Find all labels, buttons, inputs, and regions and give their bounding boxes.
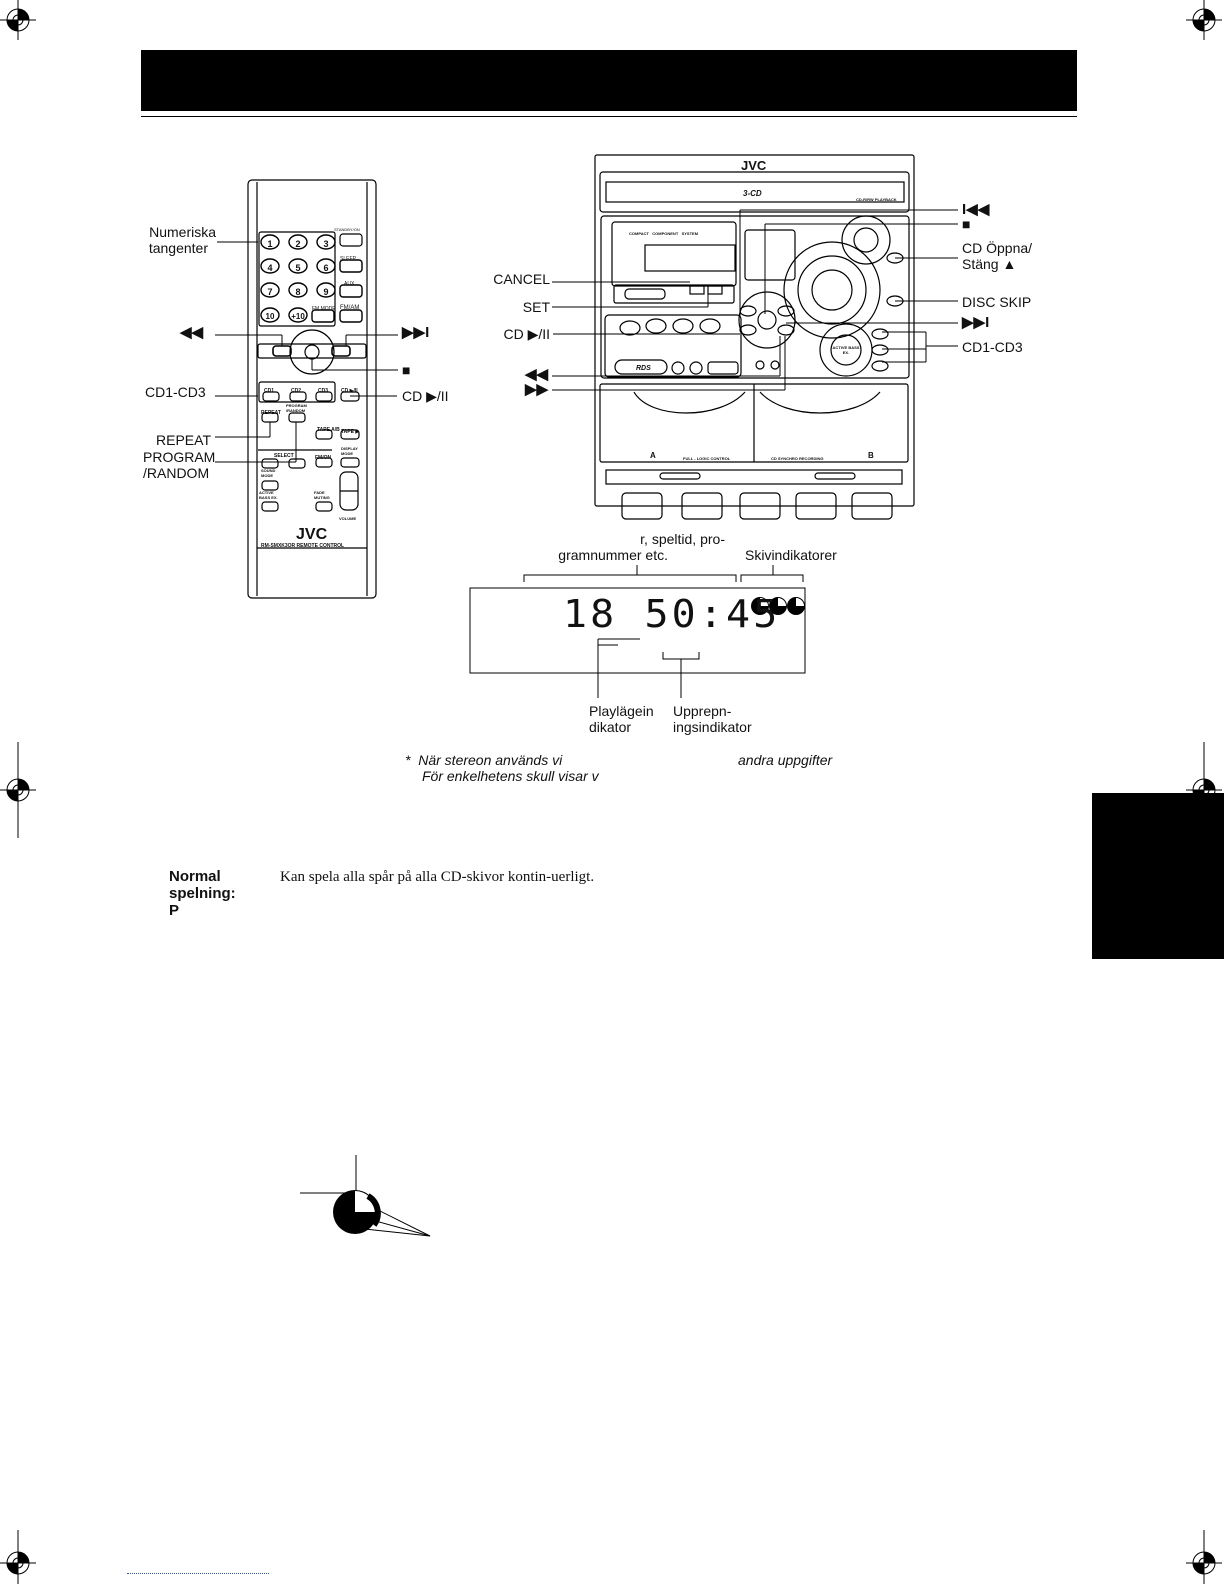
playmode-term-line2: spelning: [169, 885, 236, 902]
label-unit-cd-play-pause: CD ▶/II [503, 326, 550, 342]
unit-active-bass: ACTIVE BASS EX. [832, 345, 860, 355]
label-remote-prev: ◀◀ [180, 324, 204, 341]
remote-key-fm-mode[interactable]: FM MODE [312, 306, 336, 312]
remote-key-5[interactable]: 5 [295, 263, 301, 273]
remote-key-3[interactable]: 3 [323, 239, 329, 249]
lcd-readout: 18 50:45 [563, 592, 781, 636]
remote-key-cd1[interactable]: CD1 [264, 388, 275, 394]
remote-key-plus10[interactable]: +10 [291, 312, 305, 321]
label-unit-cancel: CANCEL [493, 271, 550, 287]
playmode-term-line1: Normal [169, 868, 221, 885]
label-remote-next: ▶▶I [402, 324, 430, 341]
label-remote-repeat: REPEAT [156, 432, 211, 448]
remote-key-10[interactable]: 10 [265, 312, 275, 321]
remote-key-4[interactable]: 4 [267, 263, 273, 273]
header-rule [141, 116, 1077, 117]
display-caption-disc-indicators: Skivindikatorer [745, 547, 837, 563]
remote-key-display-mode[interactable]: DISPLAY MODE [341, 446, 358, 456]
display-caption-top-line2: gramnummer etc. [558, 547, 668, 563]
display-diagram [469, 565, 806, 698]
remote-key-select[interactable]: SELECT [274, 453, 294, 459]
remote-key-8[interactable]: 8 [295, 287, 301, 297]
display-caption-play-mode-line1: Playlägein [589, 703, 654, 719]
label-remote-cd-play-pause: CD ▶/II [402, 388, 449, 404]
remote-key-program-random[interactable]: PROGRAM /RANDOM [286, 403, 307, 413]
label-unit-stop: ■ [962, 216, 971, 232]
side-language-tab [1092, 793, 1224, 959]
label-unit-fast-forward: ▶▶ [525, 381, 549, 398]
remote-brand-logo: JVC [296, 526, 328, 543]
disc-closeup-icon [333, 1190, 381, 1234]
note-line2: För enkelhetens skull visar v [422, 768, 599, 784]
label-remote-cd1-cd3: CD1-CD3 [145, 384, 206, 400]
label-unit-disc-skip: DISC SKIP [962, 294, 1032, 310]
remote-key-repeat[interactable]: REPEAT [261, 410, 281, 416]
remote-key-aux[interactable]: AUX [344, 281, 355, 287]
unit-synchro-recording: CD SYNCHRO RECORDING [771, 456, 824, 461]
label-remote-random: /RANDOM [143, 465, 210, 481]
remote-leader-lines [215, 241, 398, 463]
unit-deck-b: B [868, 451, 874, 460]
unit-leader-lines [552, 209, 958, 391]
remote-key-tape[interactable]: TAPE ▶ [341, 429, 360, 435]
remote-key-7[interactable]: 7 [267, 287, 273, 297]
remote-key-active-bass[interactable]: ACTIVE BASS EX. [259, 490, 278, 500]
label-unit-cd-open-line2: Stäng ▲ [962, 256, 1017, 272]
remote-key-2[interactable]: 2 [295, 239, 301, 249]
page-header-bar [141, 50, 1077, 111]
label-unit-cd-open-line1: CD Öppna/ [962, 240, 1033, 256]
remote-key-volume[interactable]: VOLUME [339, 516, 357, 521]
display-caption-repeat-line1: Upprepn- [673, 703, 732, 719]
remote-key-fade-muting[interactable]: FADE MUTING [314, 490, 330, 500]
label-unit-next: ▶▶I [962, 314, 990, 331]
playmode-description: Kan spela alla spår på alla CD-skivor ko… [280, 869, 595, 885]
remote-key-fm-on[interactable]: FM/ON [315, 455, 332, 461]
label-unit-set: SET [522, 299, 550, 315]
remote-key-cd3[interactable]: CD3 [318, 388, 329, 394]
label-numeric-keys-line1: Numeriska [149, 224, 216, 240]
main-unit-drawing [594, 154, 915, 520]
remote-control-drawing [247, 179, 377, 599]
remote-key-6[interactable]: 6 [323, 263, 329, 273]
unit-tray-sub: CD-R/RW PLAYBACK [856, 197, 897, 202]
remote-key-1[interactable]: 1 [267, 239, 273, 249]
label-unit-cd1-cd3: CD1-CD3 [962, 339, 1023, 355]
remote-key-sound-mode[interactable]: SOUND MODE [261, 468, 276, 478]
note-line1-end: andra uppgifter [738, 752, 833, 768]
unit-compact-label: COMPACT COMPONENT SYSTEM [629, 231, 699, 236]
footer-rule [127, 1573, 269, 1574]
display-caption-top-line1: r, speltid, pro- [640, 531, 725, 547]
label-remote-stop: ■ [402, 362, 411, 378]
remote-key-cd2[interactable]: CD2 [291, 388, 302, 394]
display-caption-play-mode-line2: dikator [589, 719, 632, 735]
display-caption-repeat-line2: ingsindikator [673, 719, 752, 735]
remote-key-cd-play[interactable]: CD ▶/II [341, 388, 358, 394]
remote-key-standby[interactable]: STANDBY/ON [334, 227, 360, 232]
remote-model-line: RM-SMXK3OR REMOTE CONTROL [261, 543, 345, 549]
label-remote-program: PROGRAM [143, 449, 216, 465]
remote-key-fm-am[interactable]: FM/AM [340, 305, 360, 311]
playmode-term-line3: P [169, 902, 180, 919]
unit-deck-a: A [650, 451, 656, 460]
unit-rds-logo: RDS [636, 365, 651, 372]
label-numeric-keys-line2: tangenter [148, 240, 208, 256]
remote-key-sleep[interactable]: SLEEP [340, 256, 357, 262]
label-unit-rewind: ◀◀ [525, 366, 549, 383]
unit-brand-logo: JVC [741, 158, 767, 173]
remote-key-9[interactable]: 9 [323, 287, 329, 297]
unit-full-logic: FULL - LOGIC CONTROL [683, 456, 731, 461]
label-unit-prev: I◀◀ [962, 201, 990, 218]
disc-indicator-closeup [300, 1155, 431, 1237]
note-line1-start: * När stereon används vi [405, 752, 563, 768]
remote-key-tape-ab[interactable]: TAPE A/B [317, 427, 340, 433]
playmode-term: Normal spelning: P [169, 868, 236, 919]
unit-tray-label: 3-CD [743, 189, 762, 198]
